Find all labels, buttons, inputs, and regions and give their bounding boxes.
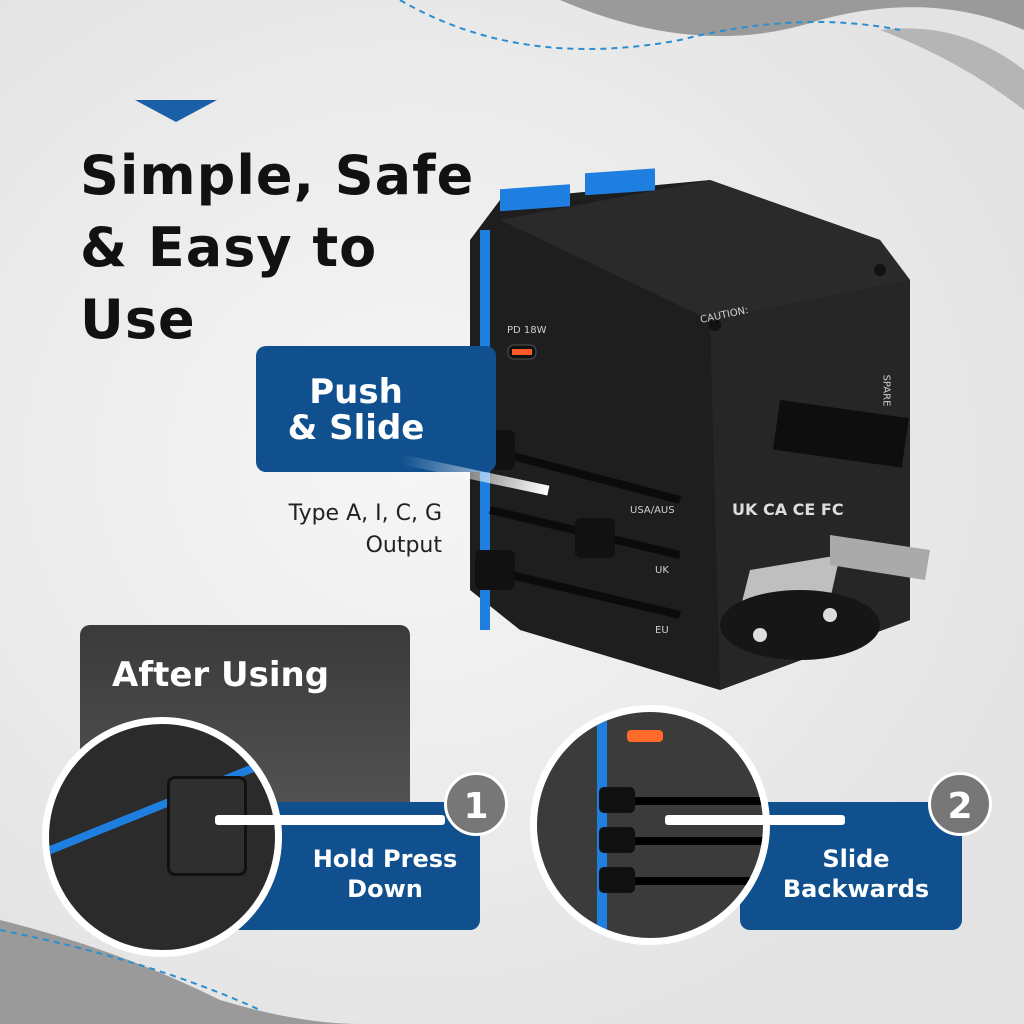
spare-label: SPARE [880,374,892,407]
step1-detail-circle [42,717,282,957]
step2-line: Slide [822,845,890,873]
travel-adapter-image [470,168,930,690]
after-using-title: After Using [112,655,330,695]
slide-back-arrow-icon [665,815,845,825]
title-marker [135,100,217,122]
page-title: Simple, Safe & Easy to Use [80,140,520,356]
callout-line: Push [309,372,403,412]
blue-trim [597,712,607,938]
step1-badge: 1 [444,772,508,836]
note-line: Output [365,533,442,558]
usa-aus-label: USA/AUS [630,505,675,516]
title-line: Simple, Safe [80,144,475,207]
eu-label: EU [655,625,669,636]
slot [607,877,763,885]
usb-c-port [627,730,663,742]
step2-badge: 2 [928,772,992,836]
pd-port-label: PD 18W [507,325,547,336]
slot [607,797,763,805]
slider-handle [599,827,635,853]
press-arrow-icon [215,815,445,825]
note-line: Type A, I, C, G [288,501,442,526]
output-note: Type A, I, C, G Output [250,498,442,562]
release-button [167,776,247,876]
step1-line: Hold Press [312,845,458,873]
slot [607,837,763,845]
uk-label: UK [655,565,669,576]
step2-line: Backwards [782,875,930,903]
slider-handle [599,867,635,893]
title-line: & Easy to [80,216,378,279]
title-line: Use [80,288,196,351]
step2-detail-circle [530,705,770,945]
callout-line: & Slide [287,408,425,448]
push-slide-callout: Push & Slide [256,346,496,472]
certification-marks: UK CA CE FC [732,500,844,519]
step1-line: Down [347,875,423,903]
slider-handle [599,787,635,813]
